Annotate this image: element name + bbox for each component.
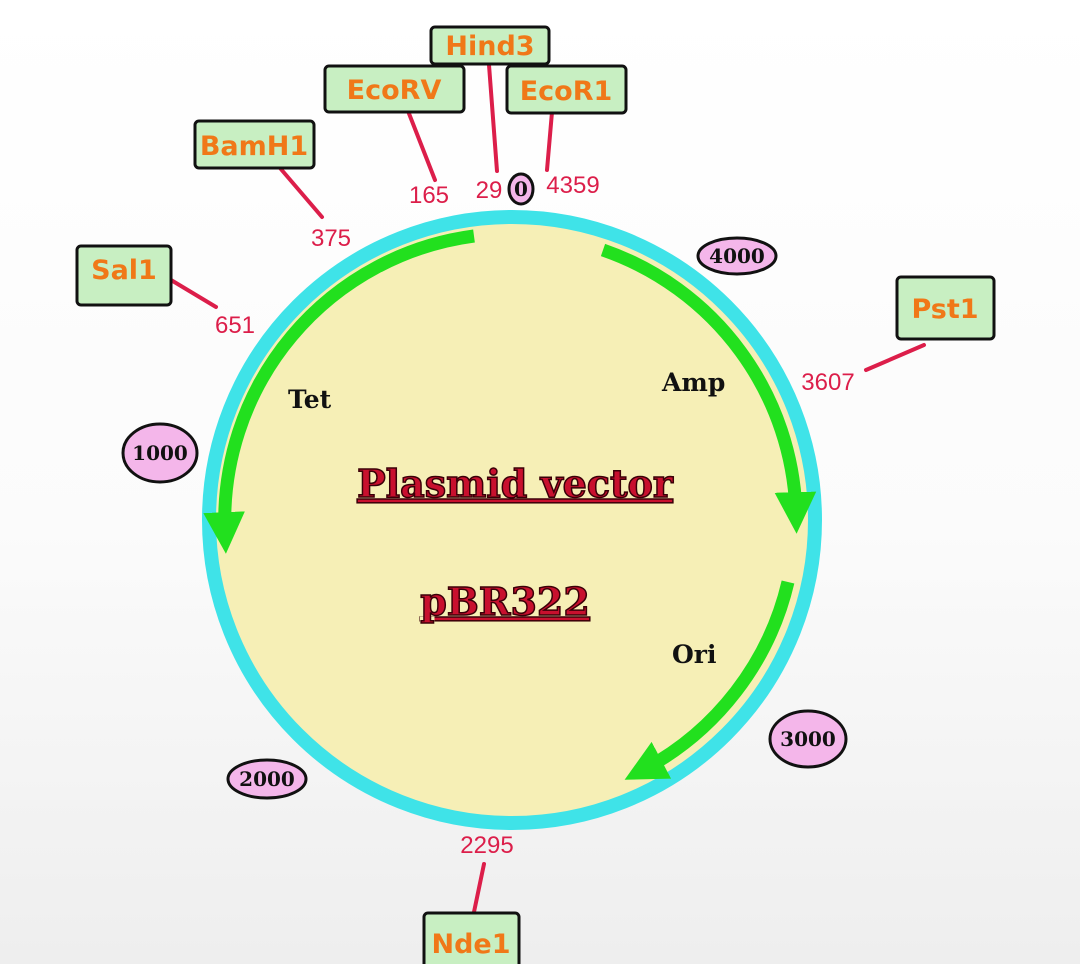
pst1-label-box [895,275,996,341]
ecor1-position: 4359 [546,172,599,199]
ori-gene-arrow [624,580,795,780]
hind3-label: Hind3 [445,31,534,62]
scale-mark-2000: 2000 [239,767,295,791]
pst1-leader-line [864,343,926,372]
ecor1-leader-line [545,110,554,172]
scale-mark-1000: 1000 [132,441,188,465]
hind3-label-box [429,25,551,66]
scale-mark-3000: 3000 [780,727,836,751]
scale-mark-2000-oval [226,758,308,800]
scale-mark-4000-oval [696,236,778,276]
bamh1-leader-line [278,166,324,219]
hind3-position: 29 [476,177,503,204]
tet-gene-label: Tet [288,385,332,414]
scale-mark-3000-oval [768,709,848,769]
nde1-label-box [422,911,521,964]
plasmid-name: pBR322 [420,579,590,624]
pst1-label: Pst1 [911,294,978,325]
sal1-leader-line [169,278,218,309]
bamh1-label-box [193,119,316,170]
bamh1-label: BamH1 [200,131,308,162]
amp-gene-arrow [600,243,817,534]
sal1-position: 651 [215,312,255,339]
amp-gene-label: Amp [661,368,725,397]
sal1-label: Sal1 [91,255,157,286]
ori-gene-label: Ori [672,640,716,669]
nde1-leader-line [472,862,486,914]
ecorv-leader-line [406,109,437,182]
ecor1-label: EcoR1 [520,76,613,107]
tet-gene-arrow [203,229,475,554]
ecorv-label: EcoRV [347,75,442,106]
scale-mark-0: 0 [514,177,528,201]
scale-mark-4000: 4000 [709,244,765,268]
nde1-position: 2295 [460,832,513,859]
diagram-title: Plasmid vector [357,461,674,506]
sal1-label-box [75,244,173,307]
ecor1-label-box [505,64,628,115]
ecorv-label-box [323,64,466,114]
ecorv-position: 165 [409,182,449,209]
plasmid-backbone-ring [202,210,822,830]
hind3-leader-line [487,63,499,173]
bamh1-position: 375 [311,225,351,252]
nde1-label: Nde1 [431,929,510,960]
scale-mark-0-oval [507,172,535,206]
pst1-position: 3607 [801,369,854,396]
scale-mark-1000-oval [121,422,199,484]
